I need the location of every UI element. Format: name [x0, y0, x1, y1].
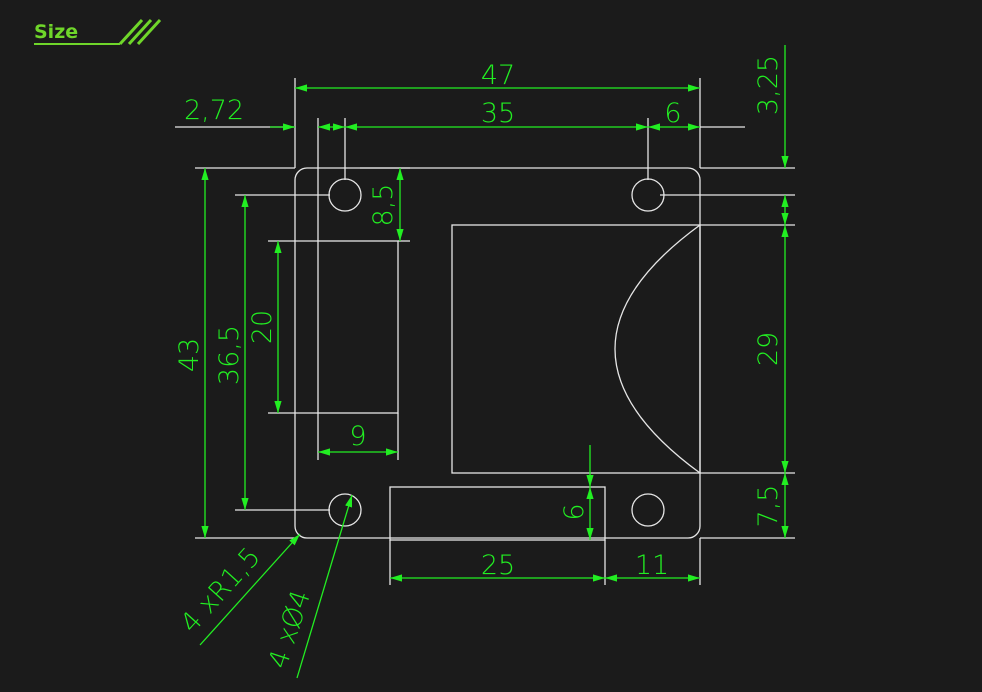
- display-arc: [614, 224, 701, 474]
- dim-9: 9: [349, 421, 366, 452]
- dim-6-bottom: 6: [559, 503, 590, 520]
- mounting-hole: [631, 178, 665, 212]
- dim-11: 11: [635, 550, 669, 581]
- dim-6-top: 6: [664, 98, 681, 129]
- mounting-hole: [328, 493, 362, 527]
- dim-47: 47: [481, 60, 515, 91]
- connector-rect: [317, 240, 399, 414]
- dim-8-5: 8,5: [368, 184, 399, 227]
- board-outline: [294, 167, 701, 541]
- dim-3-25: 3,25: [753, 55, 784, 115]
- dim-36-5: 36,5: [214, 325, 245, 385]
- dim-7-5: 7,5: [753, 485, 784, 528]
- title-text: Size: [34, 21, 78, 43]
- dim-20: 20: [247, 310, 278, 344]
- extension-lines: [175, 78, 795, 585]
- mounting-hole: [328, 178, 362, 212]
- dim-29: 29: [753, 332, 784, 366]
- dimension-labels: 47 2,72 35 6 3,25 29 7,5 43 36,5 20 8,5 …: [174, 55, 784, 672]
- dim-43: 43: [174, 338, 205, 372]
- board-edge: [294, 167, 701, 539]
- dim-2-72: 2,72: [184, 95, 244, 126]
- section-title: Size: [34, 18, 162, 46]
- hole-diameter-note: 4 xØ4: [263, 586, 317, 672]
- corner-radius-note: 4 xR1,5: [175, 542, 267, 640]
- dim-35: 35: [481, 98, 515, 129]
- bottom-rect: [389, 486, 606, 541]
- dim-25: 25: [481, 550, 515, 581]
- display-rect: [451, 224, 701, 474]
- mounting-hole: [631, 493, 665, 527]
- title-stripes-icon: [118, 18, 162, 46]
- dimension-lines: [199, 45, 789, 679]
